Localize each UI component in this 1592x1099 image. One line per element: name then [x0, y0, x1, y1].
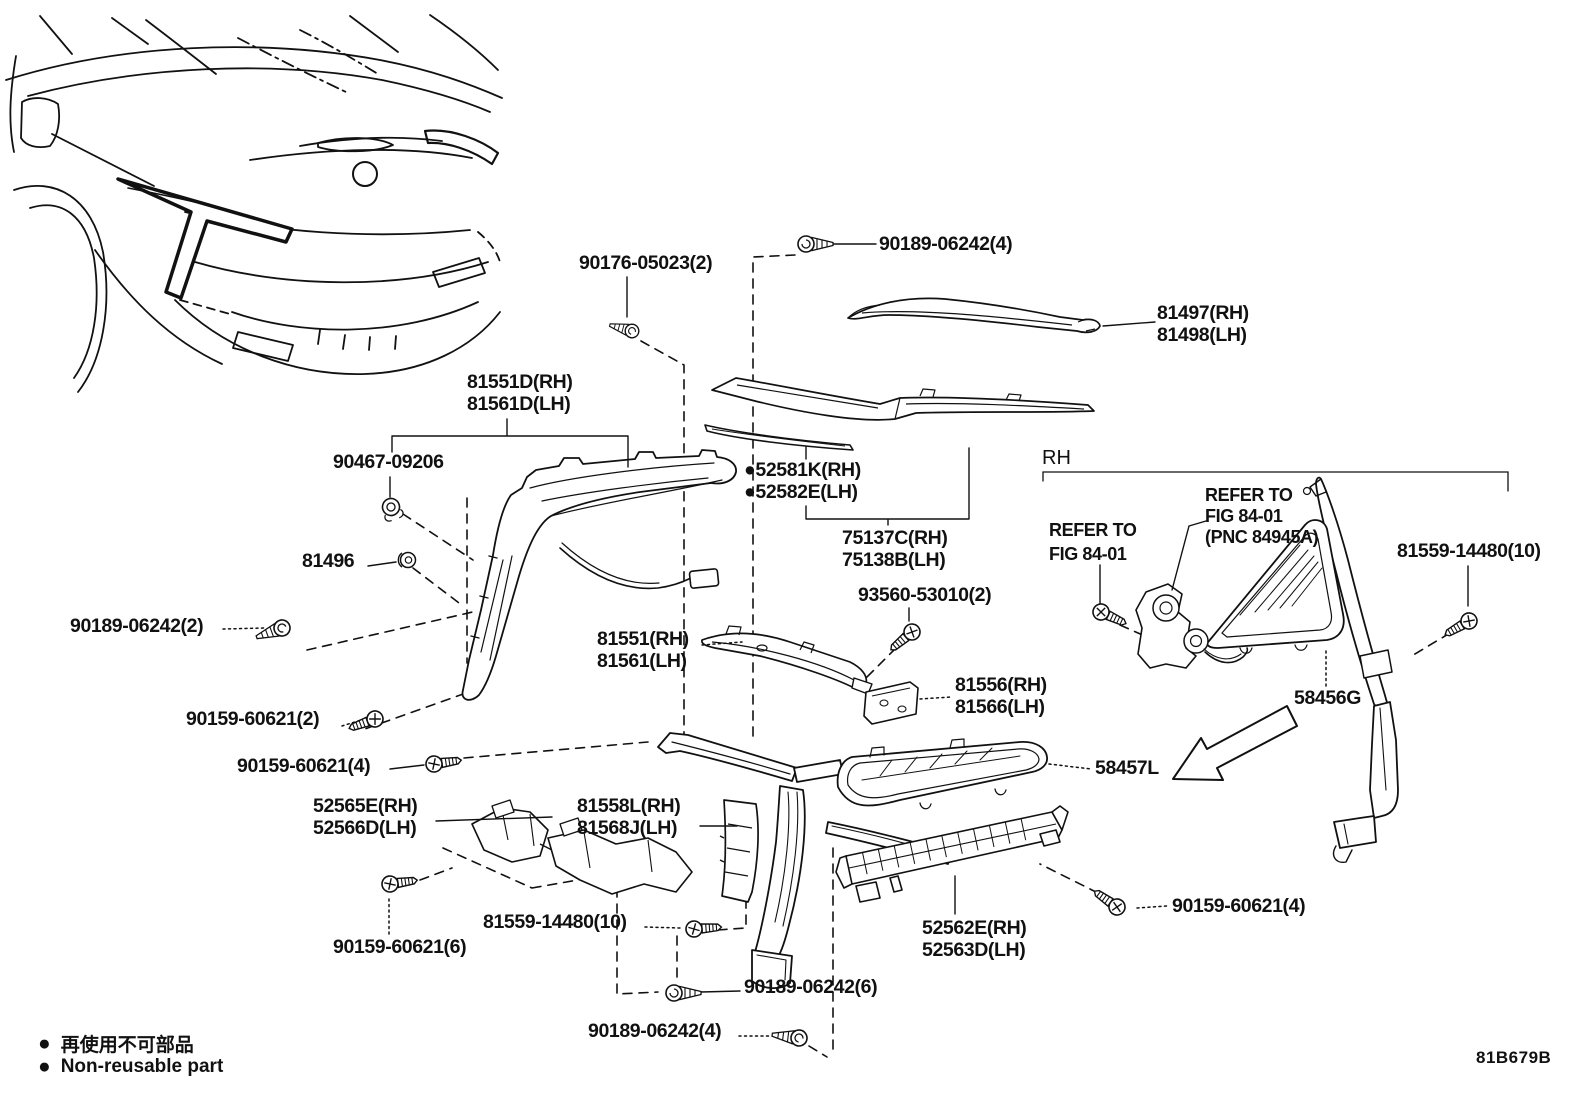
non-reusable-bullet-icon: ●	[38, 1055, 51, 1078]
part-label-90159-60621-2: 90159-60621(2)	[186, 708, 320, 730]
note-line: REFER TO	[1049, 520, 1137, 540]
part-label-81497: 81497(RH) 81498(LH)	[1157, 302, 1249, 346]
lamp-58457-art	[657, 732, 1048, 989]
part-label-93560-53010: 93560-53010(2)	[858, 584, 992, 606]
clip-icon	[770, 1025, 809, 1048]
part-label-90189-06242-4-bottom: 90189-06242(4)	[588, 1020, 722, 1042]
part-label-52581K: ●52581K(RH) ●52582E(LH)	[744, 459, 861, 503]
tail-lamp-unit-art	[461, 449, 737, 701]
retainer-52562-art	[835, 805, 1069, 903]
clip-icon	[665, 984, 702, 1002]
grommet-icon	[397, 551, 417, 569]
part-label-81551D: 81551D(RH) 81561D(LH)	[467, 371, 573, 415]
part-label-81558L: 81558L(RH) 81568J(LH)	[577, 795, 681, 839]
part-label-81496: 81496	[302, 550, 355, 572]
part-label-58456G: 58456G	[1294, 687, 1361, 709]
part-label-90467-09206: 90467-09206	[333, 451, 444, 473]
clip-icon	[797, 235, 834, 253]
part-label-81551: 81551(RH) 81561(LH)	[597, 628, 689, 672]
part-label-90176-05023: 90176-05023(2)	[579, 252, 713, 274]
dashed-guides	[306, 254, 1451, 1058]
legend-en-text: Non-reusable part	[60, 1056, 224, 1077]
legend-non-reusable-en: ● Non-reusable part	[38, 1056, 223, 1078]
part-label-52562E: 52562E(RH) 52563D(LH)	[922, 917, 1027, 961]
part-label-90189-06242-top: 90189-06242(4)	[879, 233, 1013, 255]
note-line: FIG 84-01	[1205, 506, 1283, 526]
legend-jp-text: 再使用不可部品	[60, 1035, 194, 1056]
screw-icon	[380, 871, 420, 894]
screw-icon	[1089, 883, 1129, 919]
bracket-52565-art	[471, 799, 693, 895]
part-label-75138B-lh: 75138B(LH)	[842, 549, 946, 571]
bracket-81551-art	[701, 625, 873, 695]
legend-non-reusable-jp: ● 再使用不可部品	[38, 1030, 194, 1057]
part-label-81559-14480-bottom: 81559-14480(10)	[483, 911, 627, 933]
part-label-58457L: 58457L	[1095, 757, 1159, 779]
part-label-52566D-lh: 52566D(LH)	[313, 817, 417, 839]
part-label-81559-14480-right: 81559-14480(10)	[1397, 540, 1541, 562]
plate-81556-art	[863, 681, 919, 725]
car-rear-art	[5, 14, 503, 393]
part-label-75137C: 75137C(RH) 75138B(LH)	[842, 527, 948, 571]
bracket-81558-art	[719, 799, 759, 903]
part-label-81556-rh: 81556(RH)	[955, 674, 1047, 696]
note-refer-fig8401-left: REFER TO FIG 84-01	[1049, 517, 1137, 565]
part-label-90159-60621-4-right: 90159-60621(4)	[1172, 895, 1306, 917]
clip-icon	[607, 317, 642, 341]
non-reusable-bullet-icon: ●	[38, 1031, 51, 1055]
part-label-81561D-lh: 81561D(LH)	[467, 393, 571, 415]
part-label-81551D-rh: 81551D(RH)	[467, 371, 573, 393]
part-label-75137C-rh: 75137C(RH)	[842, 527, 948, 549]
figure-code: 81B679B	[1476, 1048, 1552, 1067]
grommet-icon	[378, 494, 406, 524]
part-label-90159-60621-6: 90159-60621(6)	[333, 936, 467, 958]
note-line: FIG 84-01	[1049, 544, 1127, 564]
screw-icon	[684, 918, 723, 939]
part-label-90189-06242-left: 90189-06242(2)	[70, 615, 204, 637]
garnish-75137-art	[711, 377, 1095, 421]
note-line: REFER TO	[1205, 485, 1293, 505]
strip-52581-art	[704, 424, 854, 451]
screw-icon	[1440, 609, 1481, 643]
emblem-icon	[352, 161, 378, 187]
part-label-81566-lh: 81566(LH)	[955, 696, 1045, 718]
part-label-52582E-lh: ●52582E(LH)	[744, 481, 858, 503]
part-label-52565E: 52565E(RH) 52566D(LH)	[313, 795, 418, 839]
part-label-52581K-rh: ●52581K(RH)	[744, 459, 861, 481]
assembly-58456-art	[1135, 476, 1399, 863]
part-label-81568J-lh: 81568J(LH)	[577, 817, 678, 839]
leader-lines	[367, 243, 1509, 993]
part-label-81556: 81556(RH) 81566(LH)	[955, 674, 1047, 718]
screw-icon	[424, 751, 464, 774]
clip-icon	[253, 616, 294, 646]
part-label-52562E-rh: 52562E(RH)	[922, 917, 1027, 939]
part-label-90189-06242-6: 90189-06242(6)	[744, 976, 878, 998]
part-label-81498-lh: 81498(LH)	[1157, 324, 1247, 346]
part-label-81497-rh: 81497(RH)	[1157, 302, 1249, 324]
note-refer-fig8401-right: REFER TO FIG 84-01 (PNC 84945A)	[1205, 485, 1319, 548]
part-label-81561-lh: 81561(LH)	[597, 650, 687, 672]
direction-arrow-icon	[1172, 705, 1298, 781]
part-label-52563D-lh: 52563D(LH)	[922, 939, 1026, 961]
screw-icon	[884, 619, 925, 657]
part-label-90159-60621-4-left: 90159-60621(4)	[237, 755, 371, 777]
part-label-52565E-rh: 52565E(RH)	[313, 795, 418, 817]
rh-section-tag: RH	[1042, 447, 1071, 469]
part-label-81551-rh: 81551(RH)	[597, 628, 689, 650]
note-line: (PNC 84945A)	[1205, 527, 1319, 547]
garnish-81497-art	[847, 297, 1101, 334]
part-label-81558L-rh: 81558L(RH)	[577, 795, 681, 817]
